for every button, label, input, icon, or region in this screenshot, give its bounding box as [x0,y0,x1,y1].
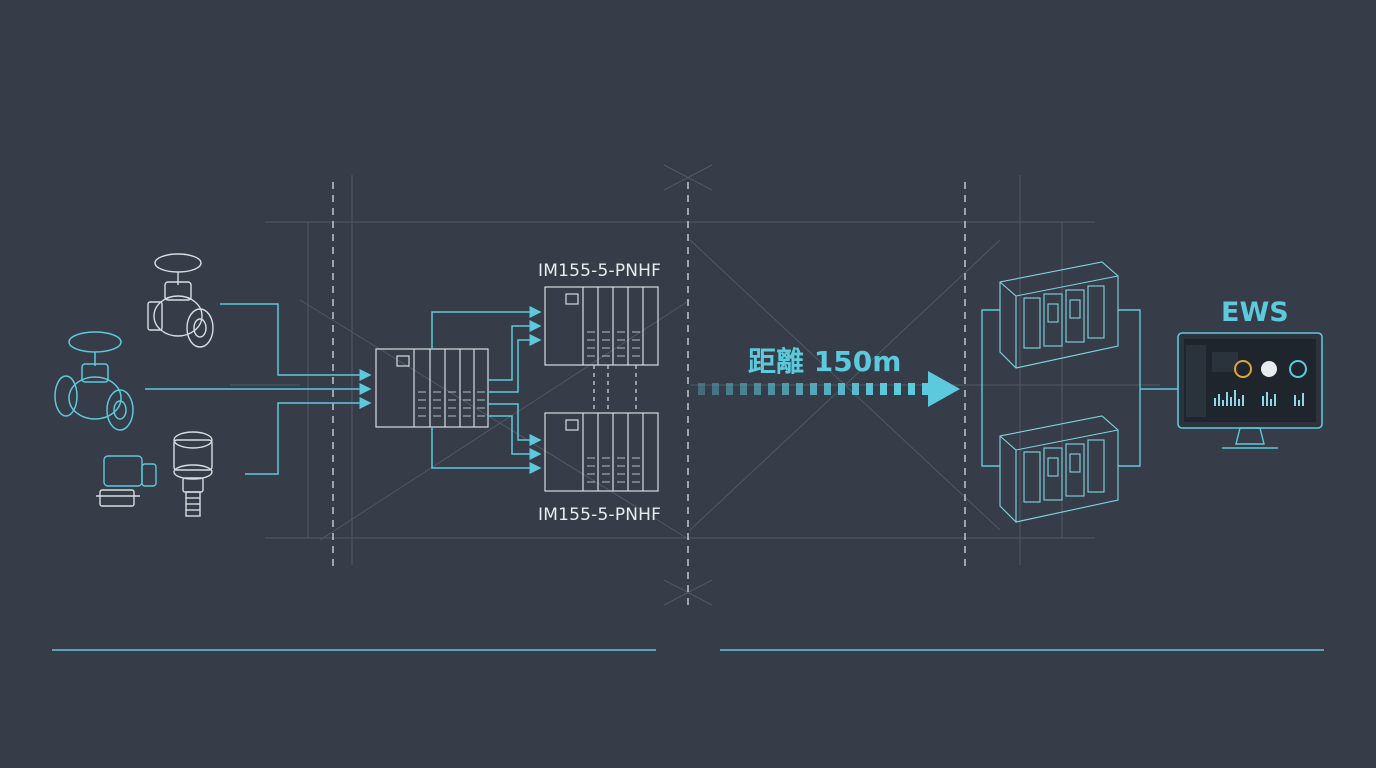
globe-valve-icon [147,253,214,348]
construction-grid [230,164,1160,606]
module-top-label: IM155-5-PNHF [538,261,662,281]
section-dividers [332,182,966,605]
gate-valve-icon [54,331,134,431]
plc-wiring [981,309,1178,467]
module-bottom-label: IM155-5-PNHF [538,505,662,525]
distance-arrow [698,371,960,407]
solenoid-valve-icon [96,455,157,507]
distance-label: 距離 150m [748,345,902,378]
module-terminals [418,391,485,417]
plc-rack-bottom [999,415,1119,523]
pressure-sensor-icon [173,431,213,517]
central-io-module [375,348,489,428]
module-link [593,365,637,413]
ews-label: EWS [1221,297,1289,328]
module-wiring [431,306,542,474]
ews-monitor-icon [1177,332,1323,449]
im155-module-top [544,286,659,366]
plc-rack-top [999,261,1119,369]
im155-module-bottom [544,412,659,492]
device-wiring [145,303,372,475]
